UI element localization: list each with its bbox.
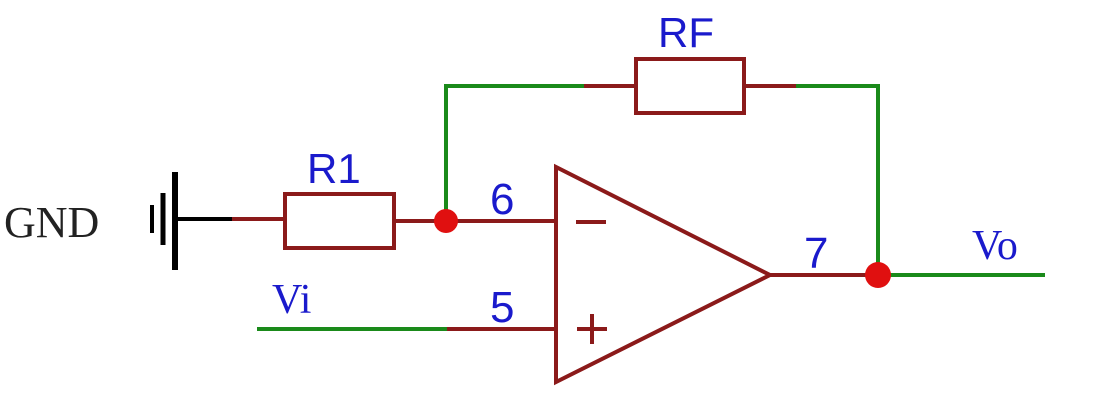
feedback-wire [444, 84, 584, 221]
resistor-r1 [283, 192, 396, 250]
gnd-label: GND [4, 198, 99, 247]
resistor-rf [634, 57, 746, 115]
ground-symbol [150, 172, 232, 270]
pin-7-label: 7 [804, 229, 828, 278]
opamp-plus-sign [577, 314, 607, 344]
junction-inverting-node [434, 209, 458, 233]
opamp-triangle [554, 163, 775, 386]
rf-label: RF [658, 9, 714, 56]
junction-output-node [865, 262, 891, 288]
wires [257, 84, 1045, 331]
vo-label: Vo [972, 223, 1018, 269]
component-leads [232, 84, 878, 331]
vi-label: Vi [272, 277, 311, 323]
feedback-wire-return [796, 84, 880, 275]
pin-6-label: 6 [490, 175, 514, 224]
r1-label: R1 [307, 145, 361, 192]
pin-5-label: 5 [490, 283, 514, 332]
